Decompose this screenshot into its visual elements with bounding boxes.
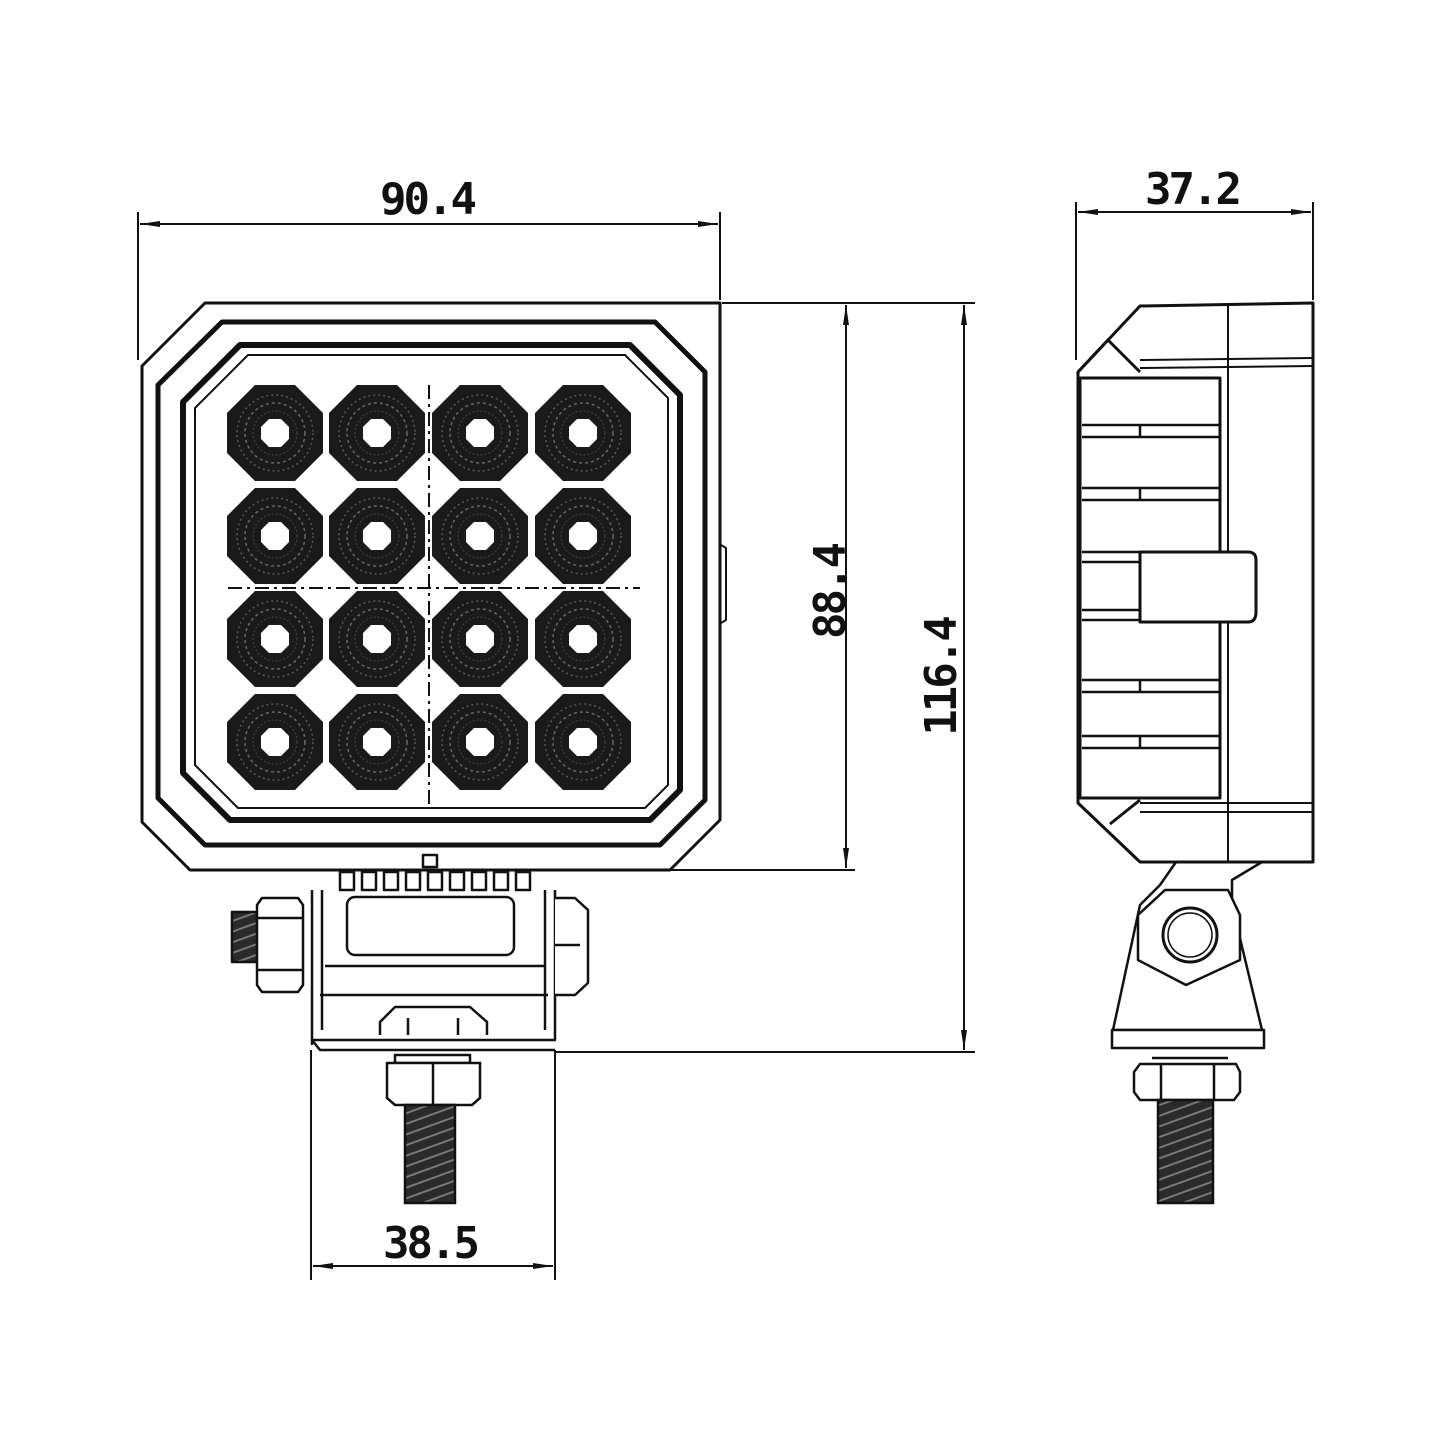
front-view — [140, 301, 727, 872]
dimension-depth-label: 37.2 — [1145, 164, 1242, 215]
front-bracket — [230, 853, 590, 1052]
front-dimensions — [137, 212, 975, 1280]
bezel-outline — [155, 319, 708, 848]
led-grid — [226, 384, 640, 805]
side-bracket — [1110, 860, 1266, 1050]
dimension-bracket-width-label: 38.5 — [383, 1218, 480, 1269]
front-stud — [385, 1053, 482, 1205]
outer-housing-outline — [140, 301, 722, 872]
side-view — [1076, 301, 1315, 864]
side-dimensions — [1075, 202, 1314, 360]
dimension-housing-height-label: 88.4 — [805, 545, 856, 639]
dimension-overall-height-label: 116.4 — [916, 618, 967, 736]
lens-frame-inner — [194, 354, 669, 809]
dimension-width-label: 90.4 — [380, 174, 477, 225]
lens-frame-outer — [180, 342, 683, 823]
side-stud — [1132, 1056, 1242, 1205]
